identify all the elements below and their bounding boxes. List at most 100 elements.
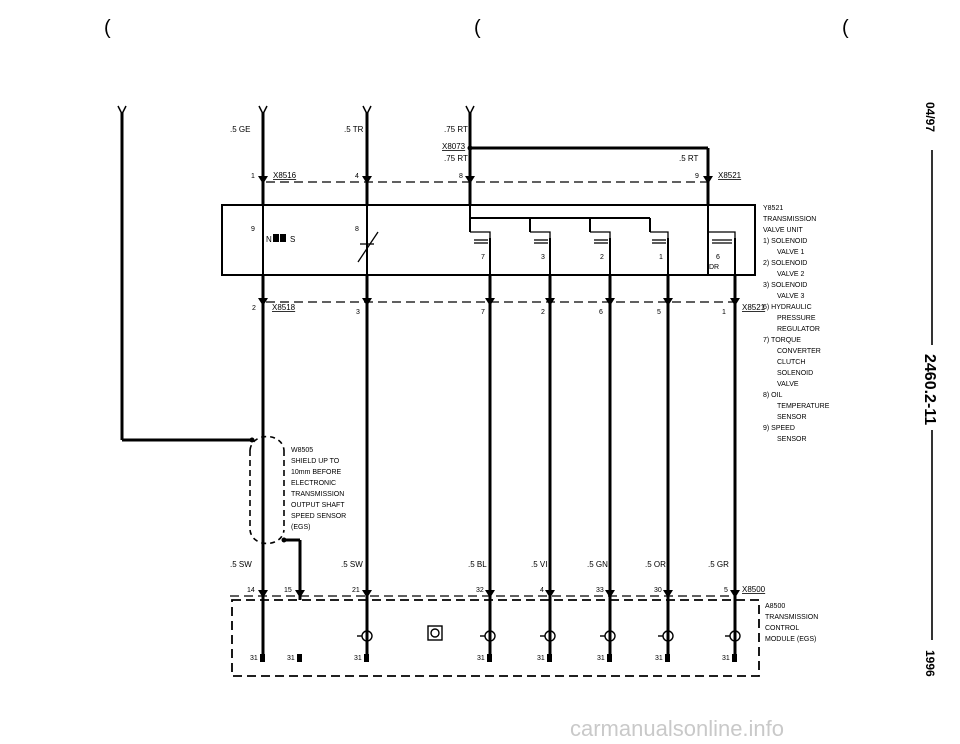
top-mark: (	[842, 17, 849, 39]
wire-label: .5 OR	[645, 560, 666, 569]
top-mark: (	[104, 17, 111, 39]
svg-text:7) TORQUE: 7) TORQUE	[763, 337, 801, 344]
svg-text:PRESSURE: PRESSURE	[777, 315, 816, 322]
wire-label: .5 SW	[230, 560, 252, 569]
svg-text:A8500: A8500	[765, 603, 785, 610]
ground-pin: 31	[537, 655, 545, 662]
pin-number: 7	[481, 309, 485, 316]
note-line: TRANSMISSION	[291, 491, 344, 498]
wire-label: .75 RT	[444, 154, 468, 163]
connector-label: X8521	[718, 171, 742, 180]
note-line: W8505	[291, 447, 313, 454]
side-page-number: 2460.2-11	[921, 354, 938, 425]
svg-text:VALVE 3: VALVE 3	[777, 293, 804, 300]
pin-number: 15	[284, 587, 292, 594]
pin-number: 8	[459, 173, 463, 180]
svg-text:CONTROL: CONTROL	[765, 625, 799, 632]
svg-text:TRANSMISSION: TRANSMISSION	[763, 216, 816, 223]
svg-text:8) OIL: 8) OIL	[763, 392, 783, 399]
side-year: 1996	[923, 650, 937, 677]
ground-terminals	[260, 654, 737, 662]
ground-pin: 31	[722, 655, 730, 662]
wire-label: .5 GE	[230, 125, 250, 134]
svg-text:Y8521: Y8521	[763, 205, 783, 212]
svg-text:TEMPERATURE: TEMPERATURE	[777, 403, 830, 410]
note-line: 10mm BEFORE	[291, 469, 342, 476]
wire-label: .5 GN	[587, 560, 608, 569]
svg-text:2) SOLENOID: 2) SOLENOID	[763, 260, 807, 267]
note-line: OUTPUT SHAFT	[291, 502, 345, 509]
shield-w8505	[249, 435, 285, 545]
ground-pin: 31	[655, 655, 663, 662]
svg-text:MODULE (EGS): MODULE (EGS)	[765, 636, 816, 643]
connector-label: X8073	[442, 142, 466, 151]
pin-number: 9	[695, 173, 699, 180]
pin-number: 3	[356, 309, 360, 316]
connector-label: X8518	[272, 303, 296, 312]
wire-label: .75 RT	[444, 125, 468, 134]
pin-number: 2	[600, 254, 604, 261]
wire-label: .5 SW	[341, 560, 363, 569]
ground-pin: 31	[477, 655, 485, 662]
svg-text:VALVE: VALVE	[777, 381, 799, 388]
connector-label: X8500	[742, 585, 766, 594]
pin-number: 4	[540, 587, 544, 594]
svg-text:TRANSMISSION: TRANSMISSION	[765, 614, 818, 621]
svg-text:CONVERTER: CONVERTER	[777, 348, 821, 355]
pressure-regulator-dr: DR	[709, 264, 719, 271]
svg-text:CLUTCH: CLUTCH	[777, 359, 805, 366]
note-line: SHIELD UP TO	[291, 458, 340, 465]
svg-text:SOLENOID: SOLENOID	[777, 370, 813, 377]
wire-label: .5 GR	[708, 560, 729, 569]
wire-label: .5 TR	[344, 125, 364, 134]
pin-number: 6	[599, 309, 603, 316]
wire-label: .5 RT	[679, 154, 699, 163]
note-line: SPEED SENSOR	[291, 513, 346, 520]
pin-number: 32	[476, 587, 484, 594]
sensor-south: S	[290, 235, 295, 244]
pin-number: 1	[659, 254, 663, 261]
wire-label: .5 VI	[531, 560, 547, 569]
pin-number: 2	[541, 309, 545, 316]
pin-number: 5	[724, 587, 728, 594]
svg-text:VALVE 2: VALVE 2	[777, 271, 804, 278]
top-connector-pins	[258, 145, 713, 184]
pin-number: 1	[251, 173, 255, 180]
ground-pin: 31	[250, 655, 258, 662]
note-line: ELECTRONIC	[291, 480, 336, 487]
pin-number: 33	[596, 587, 604, 594]
ground-pin: 31	[354, 655, 362, 662]
top-wires	[117, 105, 710, 442]
pin-number: 1	[722, 309, 726, 316]
svg-text:REGULATOR: REGULATOR	[777, 326, 820, 333]
pin-number: 6	[716, 254, 720, 261]
connector-label: X8521	[742, 303, 766, 312]
valve-unit-box	[221, 204, 756, 276]
ground-pin: 31	[597, 655, 605, 662]
pin-number: 30	[654, 587, 662, 594]
sensor-north: N	[266, 235, 272, 244]
lower-wires	[261, 275, 737, 660]
svg-text:9) SPEED: 9) SPEED	[763, 425, 795, 432]
side-date: 04/97	[923, 102, 937, 132]
pin-number: 2	[252, 305, 256, 312]
top-mark: (	[474, 17, 481, 39]
module-legend: A8500 TRANSMISSION CONTROL MODULE (EGS)	[765, 603, 818, 643]
ground-pin: 31	[287, 655, 295, 662]
shield-note: W8505 SHIELD UP TO 10mm BEFORE ELECTRONI…	[291, 447, 346, 531]
mid-connector-pins	[258, 298, 740, 306]
watermark: carmanualsonline.info	[570, 716, 784, 741]
note-line: (EGS)	[291, 524, 310, 531]
svg-text:3) SOLENOID: 3) SOLENOID	[763, 282, 807, 289]
module-drivers	[357, 625, 741, 642]
connector-label: X8516	[273, 171, 297, 180]
svg-text:SENSOR: SENSOR	[777, 436, 807, 443]
svg-text:6) HYDRAULIC: 6) HYDRAULIC	[763, 304, 812, 311]
pin-number: 4	[355, 173, 359, 180]
pin-number: 9	[251, 226, 255, 233]
svg-text:SENSOR: SENSOR	[777, 414, 807, 421]
pin-number: 5	[657, 309, 661, 316]
side-margin: 04/97 2460.2-11 1996	[921, 102, 938, 677]
pin-number: 14	[247, 587, 255, 594]
